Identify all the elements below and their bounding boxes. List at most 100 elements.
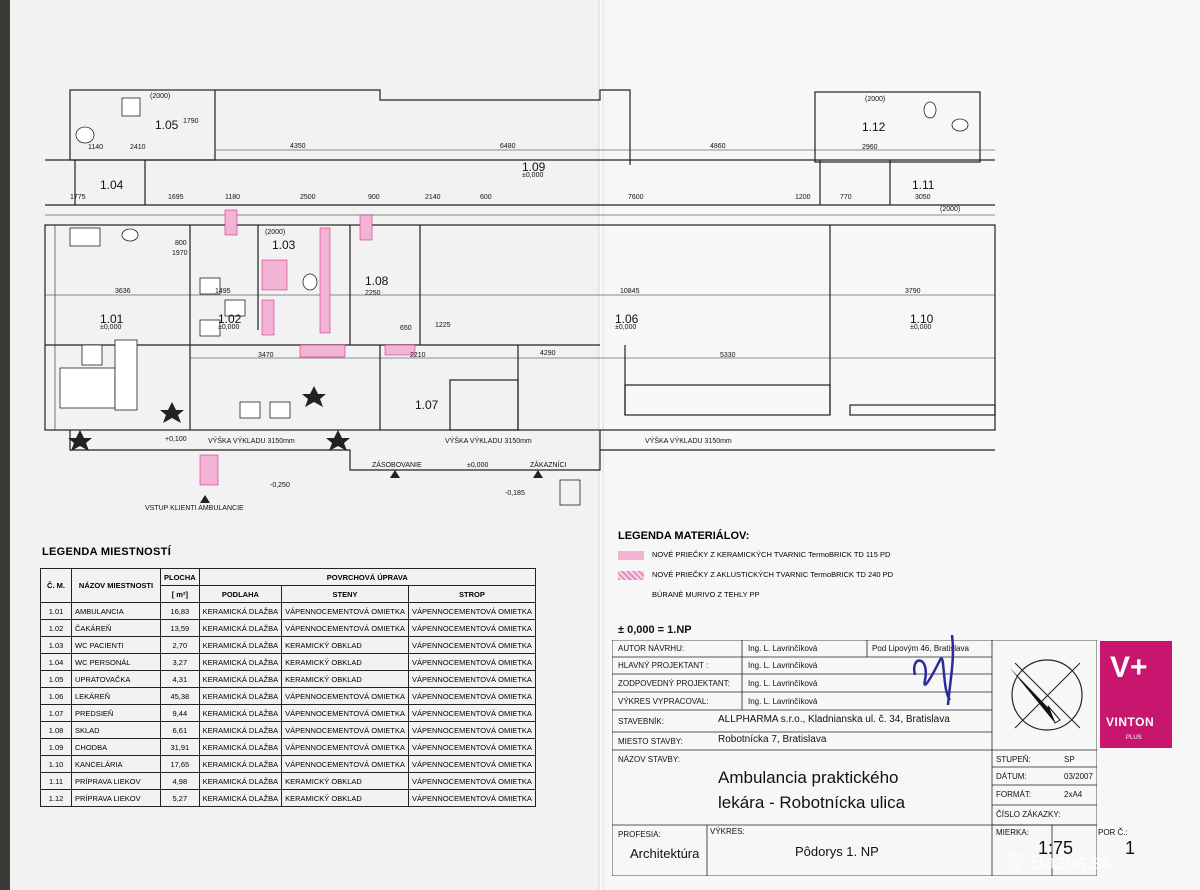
stage-label: STUPEŇ: [996, 755, 1031, 764]
cell-floor: KERAMICKÁ DLAŽBA [198, 704, 283, 722]
cell-ceiling: VÁPENNOCEMENTOVÁ OMIETKA [408, 772, 536, 790]
dim: 1970 [172, 250, 188, 257]
dim: 5330 [720, 352, 736, 359]
cell-area: 2,70 [160, 636, 200, 654]
scale-value: 1:75 [1038, 838, 1074, 858]
dim: 600 [480, 194, 492, 201]
cell-ceiling: VÁPENNOCEMENTOVÁ OMIETKA [408, 670, 536, 688]
profession-value: Architektúra [630, 846, 700, 861]
cell-floor: KERAMICKÁ DLAŽBA [198, 789, 283, 807]
author-value: Ing. L. Lavrinčíková [748, 644, 818, 653]
cell-ceiling: VÁPENNOCEMENTOVÁ OMIETKA [408, 653, 536, 671]
dim: (2000) [150, 93, 171, 100]
cell-floor: KERAMICKÁ DLAŽBA [198, 755, 283, 773]
cell-name: WC PERSONÁL [71, 653, 161, 671]
cell-area: 31,91 [160, 738, 200, 756]
plan-height-note-3: VÝŠKA VÝKLADU 3150mm [645, 438, 732, 445]
cell-no: 1.03 [40, 636, 72, 654]
responsible-value: Ing. L. Lavrinčíková [748, 679, 818, 688]
cell-ceiling: VÁPENNOCEMENTOVÁ OMIETKA [408, 602, 536, 620]
dim: 1200 [795, 194, 811, 201]
cell-no: 1.04 [40, 653, 72, 671]
room-elev-1-02: ±0,000 [218, 324, 240, 331]
date-value: 03/2007 [1064, 772, 1093, 781]
investor-label: STAVEBNÍK: [618, 717, 664, 726]
title-block-grid [612, 640, 1097, 876]
dim: 3470 [258, 352, 274, 359]
site-label: MIESTO STAVBY: [618, 737, 683, 746]
cell-walls: VÁPENNOCEMENTOVÁ OMIETKA [281, 704, 409, 722]
cell-walls: KERAMICKÝ OBKLAD [281, 772, 409, 790]
building-name-1: Ambulancia praktického [718, 768, 899, 787]
col-header-ceiling: STROP [408, 585, 536, 603]
chief-label: HLAVNÝ PROJEKTANT : [618, 661, 709, 670]
material-swatch [618, 591, 644, 600]
cell-walls: VÁPENNOCEMENTOVÁ OMIETKA [281, 602, 409, 620]
cell-area: 9,44 [160, 704, 200, 722]
drawn-by-value: Ing. L. Lavrinčíková [748, 697, 818, 706]
cell-walls: VÁPENNOCEMENTOVÁ OMIETKA [281, 738, 409, 756]
building-label: NÁZOV STAVBY: [618, 755, 680, 764]
dim: 1180 [225, 194, 241, 201]
cell-floor: KERAMICKÁ DLAŽBA [198, 653, 283, 671]
room-label-1-05: 1.05 [155, 118, 179, 132]
dim: 6480 [500, 143, 516, 150]
room-label-1-01: 1.01 [100, 312, 124, 326]
cell-walls: VÁPENNOCEMENTOVÁ OMIETKA [281, 619, 409, 637]
cell-no: 1.01 [40, 602, 72, 620]
dim: (2000) [265, 229, 286, 236]
room-label-1-02: 1.02 [218, 312, 242, 326]
site-value: Robotnícka 7, Bratislava [718, 734, 827, 745]
cell-name: SKLAD [71, 721, 161, 739]
cell-floor: KERAMICKÁ DLAŽBA [198, 687, 283, 705]
cell-area: 17,65 [160, 755, 200, 773]
cell-floor: KERAMICKÁ DLAŽBA [198, 636, 283, 654]
format-value: 2xA4 [1064, 790, 1083, 799]
dim: 800 [175, 240, 187, 247]
room-label-1-06: 1.06 [615, 312, 639, 326]
plan-elev-zero: ±0,000 [467, 462, 489, 469]
col-header-surface: POVRCHOVÁ ÚPRAVA [198, 568, 536, 586]
dim: 2960 [862, 144, 878, 151]
cell-ceiling: VÁPENNOCEMENTOVÁ OMIETKA [408, 687, 536, 705]
cell-floor: KERAMICKÁ DLAŽBA [198, 602, 283, 620]
cell-walls: VÁPENNOCEMENTOVÁ OMIETKA [281, 687, 409, 705]
room-label-1-08: 1.08 [365, 274, 389, 288]
col-header-name: NÁZOV MIESTNOSTI [71, 568, 161, 603]
dim: 4860 [710, 143, 726, 150]
logo-mark: V+ [1110, 651, 1148, 684]
dim: 4290 [540, 350, 556, 357]
dim: 2500 [300, 194, 316, 201]
order-label: ČÍSLO ZÁKAZKY: [996, 810, 1061, 819]
cell-ceiling: VÁPENNOCEMENTOVÁ OMIETKA [408, 619, 536, 637]
col-header-area: PLOCHA [160, 568, 200, 586]
dim: 3790 [905, 288, 921, 295]
cell-floor: KERAMICKÁ DLAŽBA [198, 619, 283, 637]
floor-plan [44, 89, 996, 506]
cell-walls: KERAMICKÝ OBKLAD [281, 653, 409, 671]
material-item: NOVÉ PRIEČKY Z AKLUSTICKÝCH TVARNIC Term… [618, 570, 893, 580]
room-label-1-07: 1.07 [415, 398, 439, 412]
cell-area: 5,27 [160, 789, 200, 807]
cell-no: 1.06 [40, 687, 72, 705]
cell-no: 1.02 [40, 619, 72, 637]
dim: 650 [400, 325, 412, 332]
cell-area: 3,27 [160, 653, 200, 671]
room-label-1-04: 1.04 [100, 178, 124, 192]
plan-entry-clients: VSTUP KLIENTI AMBULANCIE [145, 505, 244, 512]
plan-elev-minus0185: -0,185 [505, 490, 525, 497]
table-header-row: Č. M. NÁZOV MIESTNOSTI PLOCHA POVRCHOVÁ … [40, 568, 536, 603]
cell-walls: KERAMICKÝ OBKLAD [281, 670, 409, 688]
cell-no: 1.08 [40, 721, 72, 739]
drawing-label: VÝKRES: [710, 827, 745, 836]
room-legend-table: Č. M. NÁZOV MIESTNOSTI PLOCHA POVRCHOVÁ … [40, 568, 536, 807]
cell-no: 1.07 [40, 704, 72, 722]
dim: 4350 [290, 143, 306, 150]
material-label: NOVÉ PRIEČKY Z AKLUSTICKÝCH TVARNIC Term… [652, 570, 894, 579]
